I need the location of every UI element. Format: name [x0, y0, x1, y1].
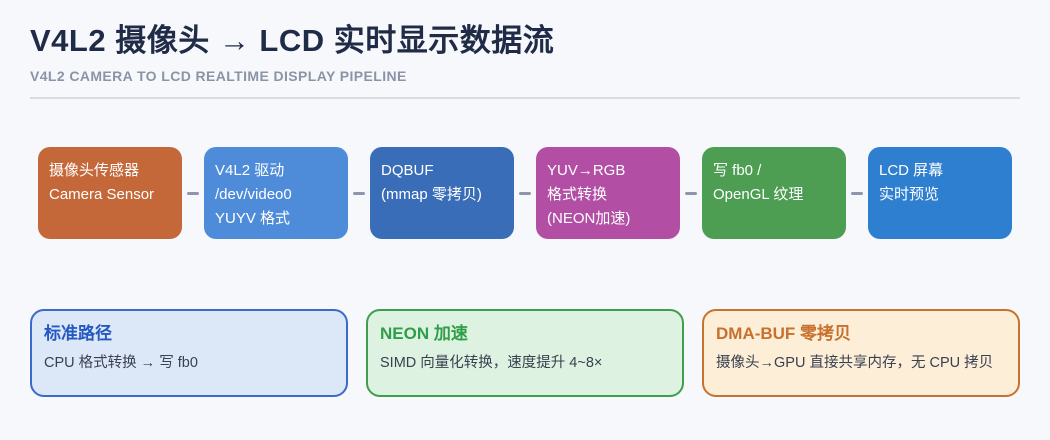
card-body: 摄像头→GPU 直接共享内存，无 CPU 拷贝 — [716, 355, 994, 372]
stage-label: 写 fb0 / — [713, 162, 762, 180]
stage-label: 实时预览 — [879, 186, 940, 204]
stage-label: Camera Sensor — [49, 186, 155, 204]
connector-line — [519, 191, 531, 195]
stage-label: /dev/video0 — [215, 186, 292, 204]
card-body: SIMD 向量化转换，速度提升 4~8× — [380, 355, 603, 372]
connector-line — [685, 191, 697, 195]
stage-yuv-rgb-convert: YUV→RGB 格式转换 (NEON加速) — [536, 147, 680, 240]
card-neon-accel: NEON 加速 SIMD 向量化转换，速度提升 4~8× — [366, 309, 684, 398]
stage-label: (NEON加速) — [547, 210, 631, 228]
stage-dqbuf: DQBUF (mmap 零拷贝) — [370, 147, 514, 240]
page-subtitle: V4L2 CAMERA TO LCD REALTIME DISPLAY PIPE… — [30, 68, 407, 85]
stage-label: V4L2 驱动 — [215, 162, 285, 180]
card-title: DMA-BUF 零拷贝 — [716, 324, 852, 344]
stage-label: 格式转换 — [547, 186, 608, 204]
card-title: NEON 加速 — [380, 324, 468, 344]
stage-camera-sensor: 摄像头传感器 Camera Sensor — [38, 147, 182, 240]
connector-line — [187, 191, 199, 195]
stage-v4l2-driver: V4L2 驱动 /dev/video0 YUYV 格式 — [204, 147, 348, 240]
connector-line — [353, 191, 365, 195]
stage-label: 摄像头传感器 — [49, 162, 140, 180]
stage-label: OpenGL 纹理 — [713, 186, 804, 204]
stage-label: LCD 屏幕 — [879, 162, 944, 180]
card-title: 标准路径 — [44, 324, 112, 344]
stage-label: (mmap 零拷贝) — [381, 186, 482, 204]
info-cards: 标准路径 CPU 格式转换 → 写 fb0 NEON 加速 SIMD 向量化转换… — [30, 309, 1020, 398]
pipeline-flow: 摄像头传感器 Camera Sensor V4L2 驱动 /dev/video0… — [38, 147, 1012, 240]
card-standard-path: 标准路径 CPU 格式转换 → 写 fb0 — [30, 309, 348, 398]
stage-label: DQBUF — [381, 162, 434, 180]
card-body: CPU 格式转换 → 写 fb0 — [44, 355, 198, 372]
divider — [30, 97, 1020, 100]
card-dma-buf-zero-copy: DMA-BUF 零拷贝 摄像头→GPU 直接共享内存，无 CPU 拷贝 — [702, 309, 1020, 398]
stage-fb0-opengl: 写 fb0 / OpenGL 纹理 — [702, 147, 846, 240]
stage-label: YUYV 格式 — [215, 210, 291, 228]
page-title: V4L2 摄像头 → LCD 实时显示数据流 — [30, 23, 555, 58]
connector-line — [851, 191, 863, 195]
header: V4L2 摄像头 → LCD 实时显示数据流 V4L2 CAMERA TO LC… — [0, 0, 1050, 84]
stage-lcd-display: LCD 屏幕 实时预览 — [868, 147, 1012, 240]
stage-label: YUV→RGB — [547, 162, 626, 180]
